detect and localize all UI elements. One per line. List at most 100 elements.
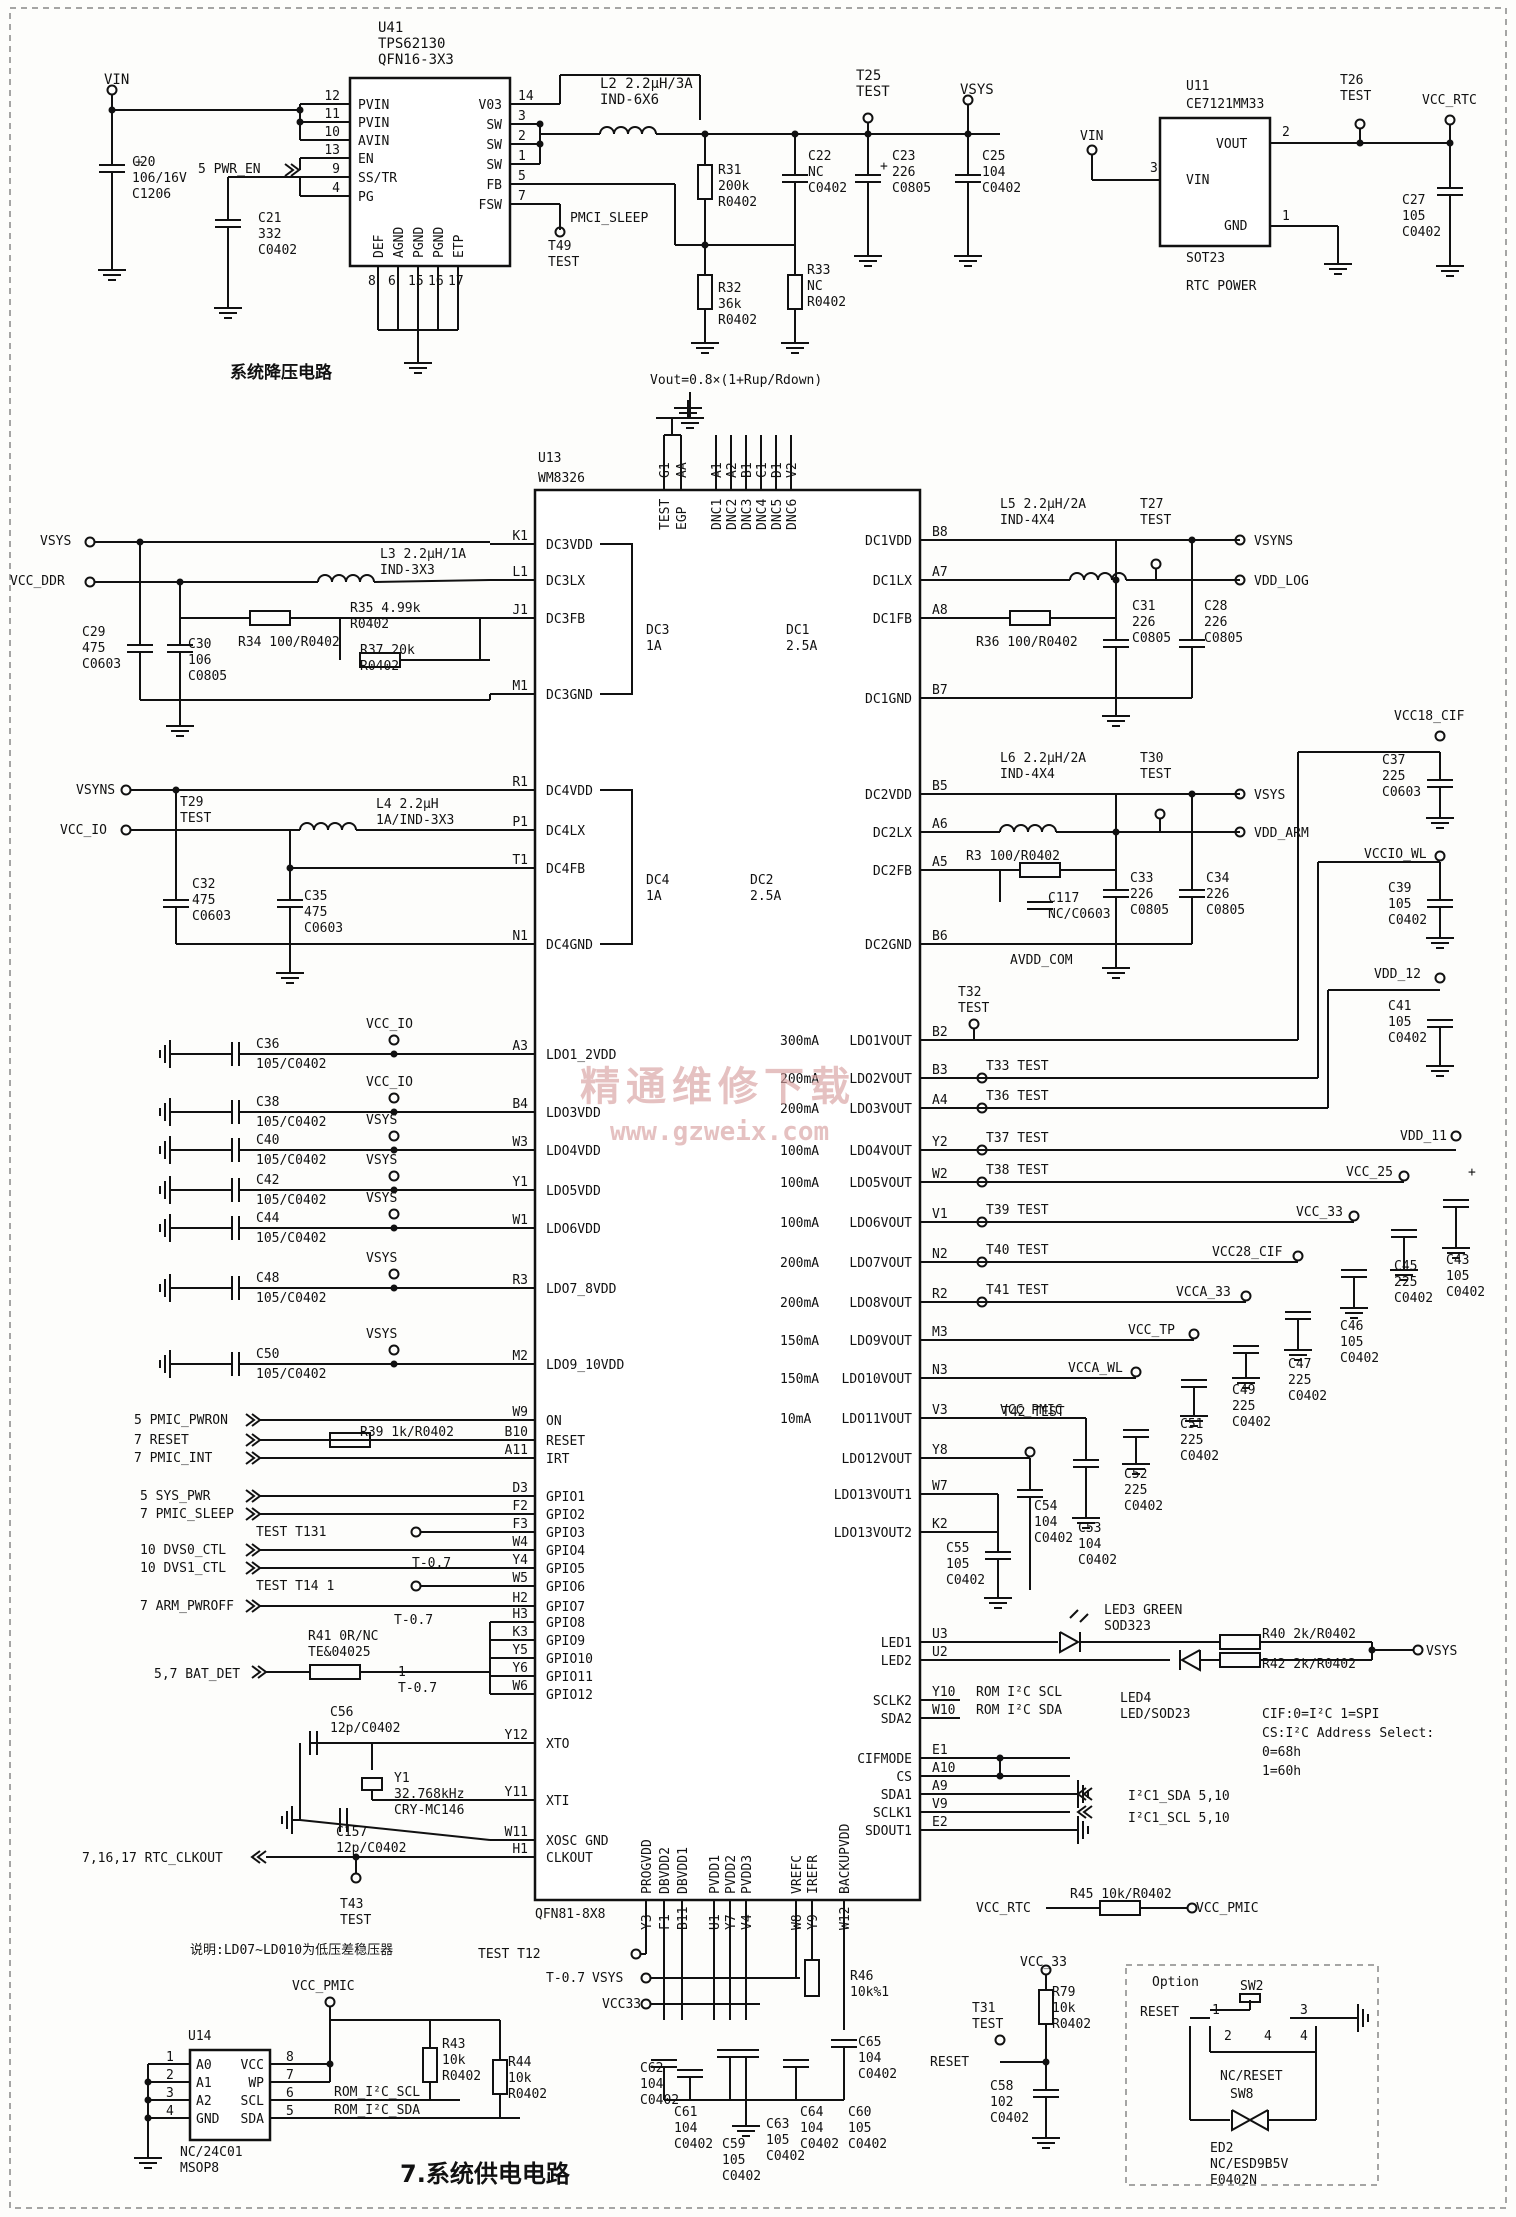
r32-resistor — [697, 274, 713, 310]
u13-pin-name: DC3LX — [546, 574, 585, 589]
c62-label: 104 — [640, 2077, 664, 2092]
led3-label: LED3 GREEN — [1104, 1603, 1182, 1618]
test-point — [640, 1972, 652, 1984]
c41-label: C41 — [1388, 999, 1411, 1014]
ldo-test-label: T40 TEST — [986, 1243, 1049, 1258]
u13-pin-number: B8 — [932, 525, 948, 540]
junction — [144, 2114, 152, 2122]
input-arrow — [245, 1543, 256, 1557]
rtc-clkout-label: 7,16,17 RTC_CLKOUT — [82, 1851, 223, 1866]
c54-label: C0402 — [1034, 1531, 1073, 1546]
r34-label: R34 100/R0402 — [238, 635, 340, 650]
rtc-vin-label: VIN — [1080, 129, 1103, 144]
r79-label: 10k — [1052, 2001, 1076, 2016]
u13-pin-number: E1 — [932, 1743, 948, 1758]
watermark-url: www.gzweix.com — [610, 1117, 829, 1147]
test-point — [1412, 1644, 1424, 1656]
ldo-cap-value: 105/C0402 — [256, 1193, 326, 1208]
gpio-note: T-0.7 — [394, 1613, 433, 1628]
c27-label: C0402 — [1402, 225, 1441, 240]
u13-pin-name: LDO11VOUT — [842, 1412, 913, 1427]
ldo-cap-ref: C42 — [256, 1173, 279, 1188]
c33-label: C33 — [1130, 871, 1153, 886]
c55-label: C0402 — [946, 1573, 985, 1588]
vdd-log-label: VDD_LOG — [1254, 574, 1309, 589]
junction — [536, 140, 544, 148]
r46-label: R46 — [850, 1969, 873, 1984]
sw2-pin: 3 — [1300, 2003, 1308, 2018]
ldo-current-rating: 200mA — [780, 1072, 819, 1087]
u13-pin-name: GPIO6 — [546, 1580, 585, 1595]
u41-pin-number: 14 — [518, 89, 534, 104]
junction — [1356, 139, 1364, 147]
rom-sda-label: ROM I²C SDA — [976, 1703, 1062, 1718]
junction — [390, 1146, 398, 1154]
junction — [390, 1360, 398, 1368]
gpio-note: T-0.7 — [412, 1556, 451, 1571]
u13-pin-name: GPIO10 — [546, 1652, 593, 1667]
output-arrow — [1082, 1787, 1093, 1801]
u11-vin-pin: VIN — [1186, 173, 1209, 188]
u13-pin-name: LDO1_2VDD — [546, 1048, 617, 1063]
c45-label: C0402 — [1394, 1291, 1433, 1306]
t26-label: T26 — [1340, 73, 1363, 88]
c49-label: C0402 — [1232, 1415, 1271, 1430]
u13-pin-number: W7 — [932, 1479, 948, 1494]
test-point — [84, 536, 96, 548]
u13-pin-name: SDA1 — [881, 1788, 912, 1803]
c33-label: 226 — [1130, 887, 1153, 902]
buck-title: 系统降压电路 — [230, 362, 333, 383]
vcc28-cif-label: VCC28_CIF — [1212, 1245, 1283, 1260]
test-point — [1434, 972, 1446, 984]
option-box — [1125, 1964, 1379, 2186]
u13-pin-number: N2 — [932, 1247, 948, 1262]
page-border — [9, 7, 1507, 2209]
u13-pin-number: M1 — [512, 679, 528, 694]
u13-pin-number: C1 — [755, 462, 770, 478]
r41-label: TE&04025 — [308, 1645, 371, 1660]
r33-label: NC — [807, 279, 823, 294]
u14-vcc-label: VCC_PMIC — [292, 1979, 355, 1994]
u13-pin-name: GPIO9 — [546, 1634, 585, 1649]
c61-label: C61 — [674, 2105, 697, 2120]
ldo-current-rating: 100mA — [780, 1216, 819, 1231]
junction — [390, 1108, 398, 1116]
u13-pin-number: Y3 — [640, 1914, 655, 1930]
c58-label: C0402 — [990, 2111, 1029, 2126]
sw2-label: SW2 — [1240, 1979, 1263, 1994]
u13-pin-name: GPIO1 — [546, 1490, 585, 1505]
c117-label: C117 — [1048, 891, 1079, 906]
c59-label: 105 — [722, 2153, 745, 2168]
u41-pin-number: 5 — [518, 169, 526, 184]
u13-pin-number: V4 — [740, 1914, 755, 1930]
ldo-supply-label: VSYS — [366, 1153, 397, 1168]
l5-label: IND-4X4 — [1000, 513, 1055, 528]
bottom-vsys-label: VSYS — [592, 1971, 623, 1986]
u41-pin-number: 17 — [448, 274, 464, 289]
c25-label: C0402 — [982, 181, 1021, 196]
u13-pin-name: CIFMODE — [857, 1752, 912, 1767]
c27-label: 105 — [1402, 209, 1425, 224]
c56-label: C56 — [330, 1705, 353, 1720]
u13-pin-number: T1 — [512, 853, 528, 868]
u13-pin-number: F3 — [512, 1517, 528, 1532]
u13-pin-number: A5 — [932, 855, 948, 870]
u41-pin-name: SW — [486, 118, 502, 133]
junction — [390, 1050, 398, 1058]
junction — [296, 118, 304, 126]
l3-inductor — [317, 574, 375, 583]
junction — [390, 1284, 398, 1292]
u14-pin-number: 2 — [166, 2068, 174, 2083]
u13-pin-name: LDO6VOUT — [849, 1216, 912, 1231]
r43-label: R0402 — [442, 2069, 481, 2084]
test-point — [994, 2034, 1006, 2046]
ldo-cap-ref: C36 — [256, 1037, 279, 1052]
bottom-vcc33-label: VCC33 — [602, 1997, 641, 2012]
r44-resistor — [492, 2059, 508, 2095]
sw2-pin: 1 — [1212, 2003, 1220, 2018]
input-arrow — [245, 1433, 256, 1447]
test-point — [862, 112, 874, 124]
test-point — [120, 824, 132, 836]
u13-pin-name: DNC4 — [755, 499, 770, 530]
u13-pin-number: A7 — [932, 565, 948, 580]
